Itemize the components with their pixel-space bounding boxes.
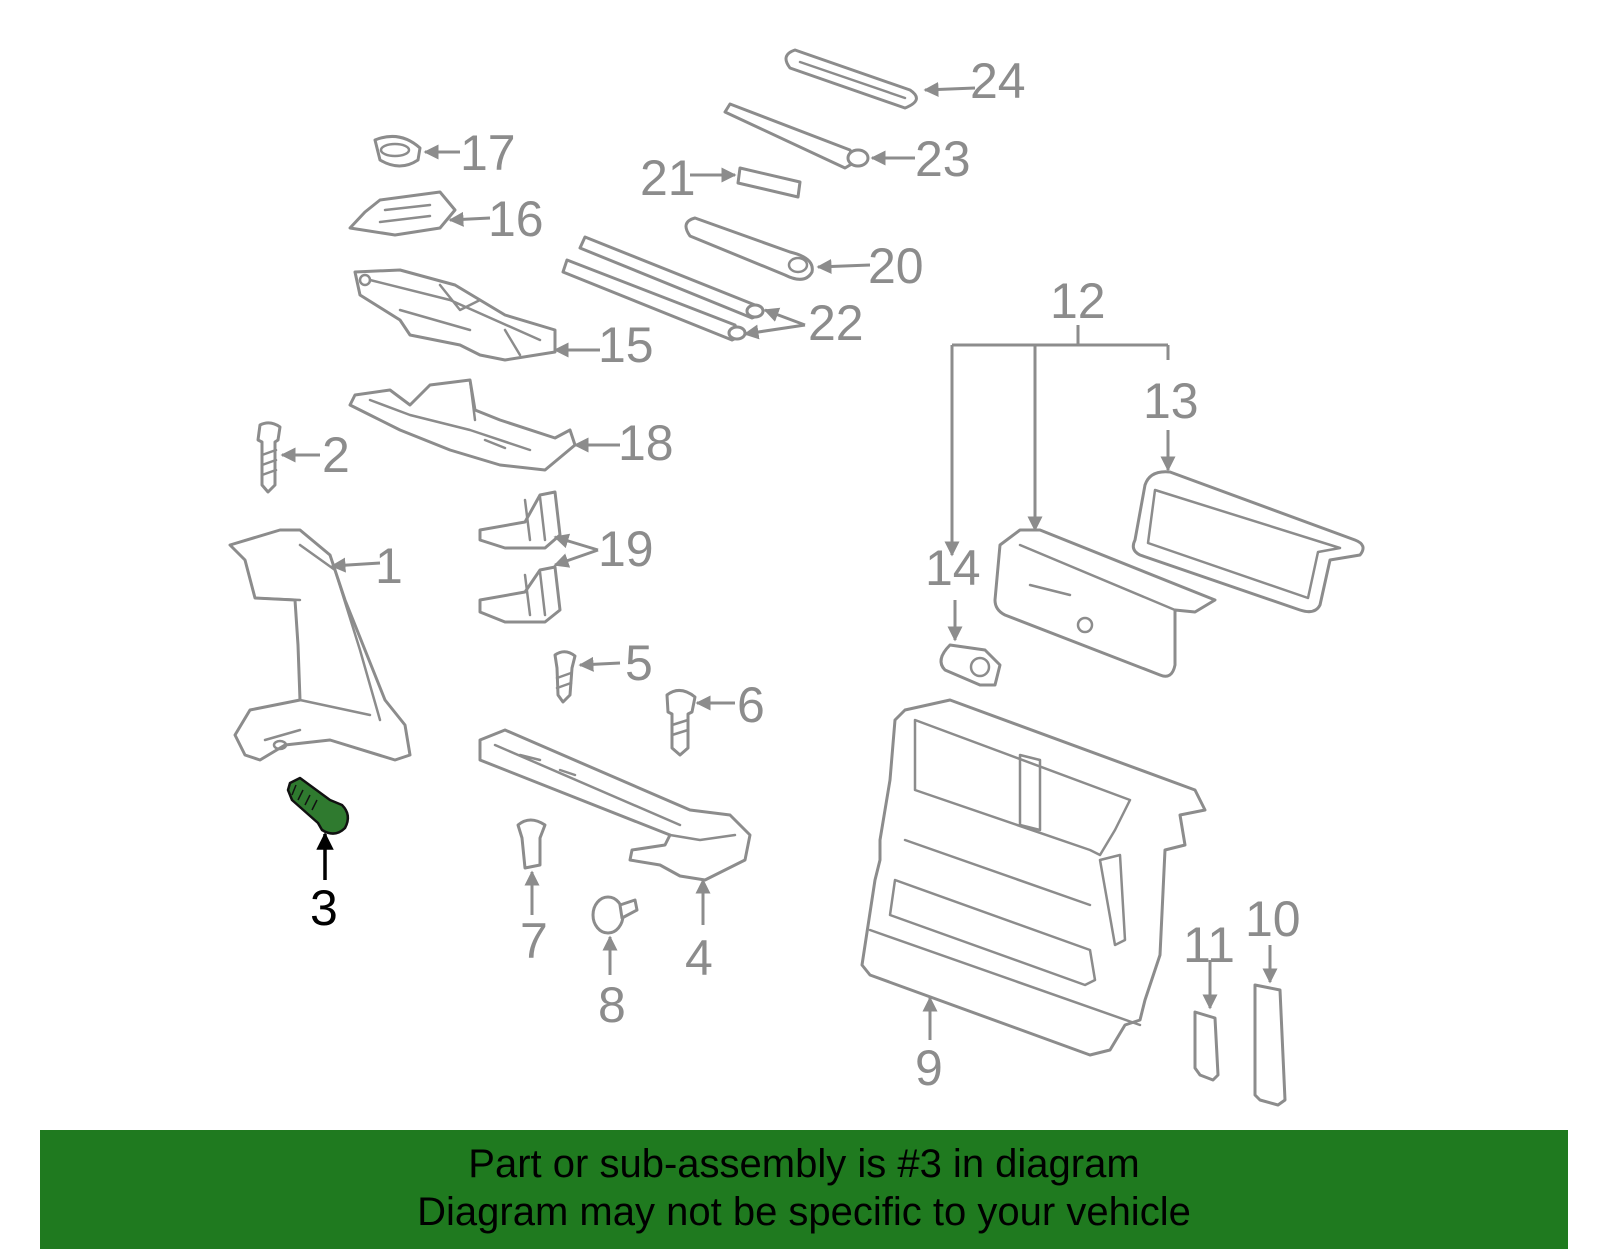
part-12-cover	[993, 528, 1217, 678]
banner-line-1: Part or sub-assembly is #3 in diagram	[468, 1142, 1140, 1186]
part-13-seal	[1131, 470, 1365, 614]
callout-23: 23	[915, 131, 971, 187]
part-6-bolt	[665, 689, 697, 757]
callout-18: 18	[618, 415, 674, 471]
info-banner: Part or sub-assembly is #3 in diagram Di…	[40, 1130, 1568, 1249]
part-14-latch	[939, 643, 1002, 687]
callout-14: 14	[925, 540, 981, 596]
callout-2: 2	[322, 427, 350, 483]
part-10-pad	[1253, 983, 1287, 1107]
part-7-clip	[516, 818, 547, 870]
part-2-bolt	[256, 421, 282, 494]
callout-8: 8	[598, 977, 626, 1033]
callout-16: 16	[488, 191, 544, 247]
callout-20: 20	[868, 238, 924, 294]
callout-22: 22	[808, 295, 864, 351]
callout-1: 1	[375, 538, 403, 594]
callout-21: 21	[640, 150, 696, 206]
part-8-button-clip	[591, 895, 639, 935]
part-21-block	[736, 166, 802, 199]
callout-12-bracket	[944, 325, 1170, 557]
part-15-jack	[353, 268, 557, 362]
part-3-screw-highlighted	[286, 776, 350, 835]
callout-6: 6	[737, 677, 765, 733]
callout-10: 10	[1245, 891, 1301, 947]
callout-12: 12	[1050, 273, 1106, 329]
callout-11: 11	[1183, 917, 1235, 973]
part-17-cap	[373, 134, 422, 168]
callout-24: 24	[970, 53, 1026, 109]
callout-17: 17	[460, 125, 516, 181]
part-22-rods	[561, 235, 765, 342]
part-24-tube	[784, 48, 918, 110]
part-5-bolt	[553, 650, 577, 704]
part-16-plate	[348, 190, 457, 237]
banner-line-2: Diagram may not be specific to your vehi…	[417, 1190, 1191, 1234]
part-20-wrench	[684, 216, 814, 281]
part-11-pad	[1193, 1010, 1220, 1082]
part-4-bracket	[478, 728, 752, 882]
part-1-pillar-trim	[228, 528, 412, 762]
highlighted-part-3	[286, 776, 350, 835]
part-18-bracket	[348, 378, 577, 472]
callout-5: 5	[625, 635, 653, 691]
part-9-trim-panel	[860, 698, 1207, 1057]
callout-7: 7	[520, 913, 548, 969]
callout-3: 3	[310, 880, 338, 936]
part-23-rod	[723, 102, 870, 170]
callout-9: 9	[915, 1040, 943, 1096]
callout-13: 13	[1143, 373, 1199, 429]
callout-4: 4	[685, 930, 713, 986]
callout-19: 19	[598, 521, 654, 577]
part-19-clips	[478, 490, 562, 624]
callout-15: 15	[598, 317, 654, 373]
